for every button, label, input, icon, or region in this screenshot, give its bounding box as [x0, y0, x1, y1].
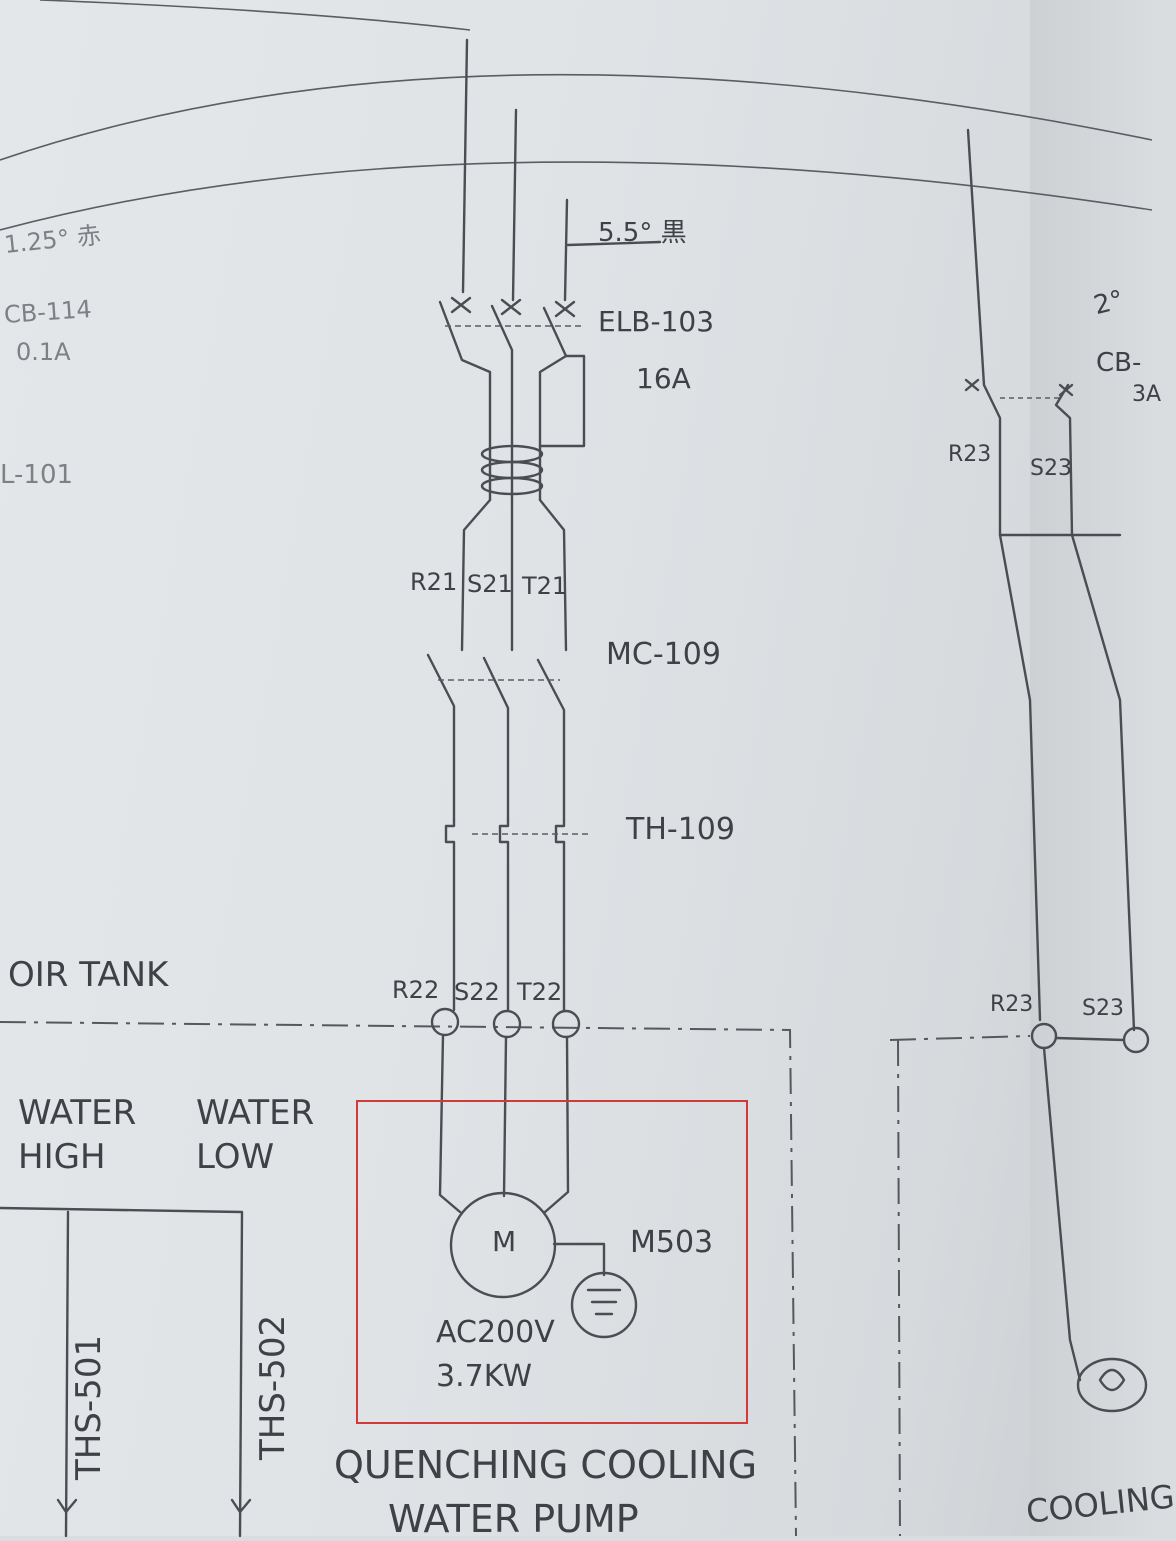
terminal-r21: R21	[410, 568, 458, 596]
thermal-relay-symbol	[444, 818, 590, 1012]
right-breaker-rating: 3A	[1132, 382, 1162, 407]
contactor-symbol	[426, 653, 566, 822]
switch-tail-2	[230, 1498, 252, 1514]
right-terminal-r23-upper: R23	[948, 442, 992, 467]
tank-boundary	[0, 1021, 797, 1537]
breaker-left-rating: 0.1A	[16, 338, 71, 366]
terminal-circles	[430, 1007, 581, 1039]
right-terminal-r23-lower: R23	[990, 992, 1034, 1017]
wiring-diagram	[0, 0, 1153, 1538]
elb-name: ELB-103	[598, 305, 715, 338]
water-high-line2: HIGH	[18, 1137, 106, 1177]
pump-label-line2: WATER PUMP	[388, 1497, 639, 1541]
motor-voltage: AC200V	[436, 1315, 555, 1350]
motor-id: M503	[630, 1225, 714, 1260]
pump-label-line1: QUENCHING COOLING	[334, 1443, 758, 1487]
highlight-box	[356, 1100, 748, 1424]
elb-breaker-symbol	[438, 296, 586, 652]
right-breaker-name: CB-	[1096, 348, 1142, 378]
breaker-left: CB-114	[3, 294, 93, 330]
water-low-line2: LOW	[196, 1137, 275, 1177]
right-terminal-s23-lower: S23	[1082, 996, 1124, 1021]
terminal-r22: R22	[392, 976, 440, 1004]
switch-ths-502: THS-502	[253, 1314, 293, 1460]
border-arc-1	[0, 73, 1153, 161]
right-wire-size: 2°	[1090, 284, 1127, 322]
contactor-name: MC-109	[606, 637, 721, 672]
relay-left: L-101	[0, 460, 74, 490]
border-arc-0	[39, 0, 471, 31]
level-switch-wiring	[0, 1206, 244, 1538]
terminal-s21: S21	[467, 570, 513, 598]
main-wire-size: 5.5° 黒	[598, 218, 687, 248]
switch-tail-1	[56, 1498, 78, 1514]
motor-power: 3.7KW	[436, 1359, 532, 1394]
right-circuit	[889, 128, 1150, 1537]
switch-ths-501: THS-501	[69, 1334, 109, 1480]
elb-rating: 16A	[636, 362, 691, 395]
water-low-line1: WATER	[196, 1093, 315, 1133]
water-high-line1: WATER	[18, 1093, 137, 1133]
terminal-t22: T22	[517, 978, 563, 1006]
motor-leads	[438, 1033, 570, 1214]
motor-symbol	[449, 1191, 638, 1339]
border-arc-2	[0, 161, 1153, 231]
terminal-t21: T21	[522, 572, 568, 600]
main-phase-lines	[461, 38, 662, 302]
terminal-s22: S22	[454, 978, 500, 1006]
tank-label: OIR TANK	[8, 955, 169, 995]
right-terminal-s23-upper: S23	[1030, 456, 1072, 481]
thermal-name: TH-109	[626, 812, 735, 847]
motor-symbol-letter: M	[492, 1225, 517, 1258]
adjacent-page	[1030, 0, 1152, 1536]
